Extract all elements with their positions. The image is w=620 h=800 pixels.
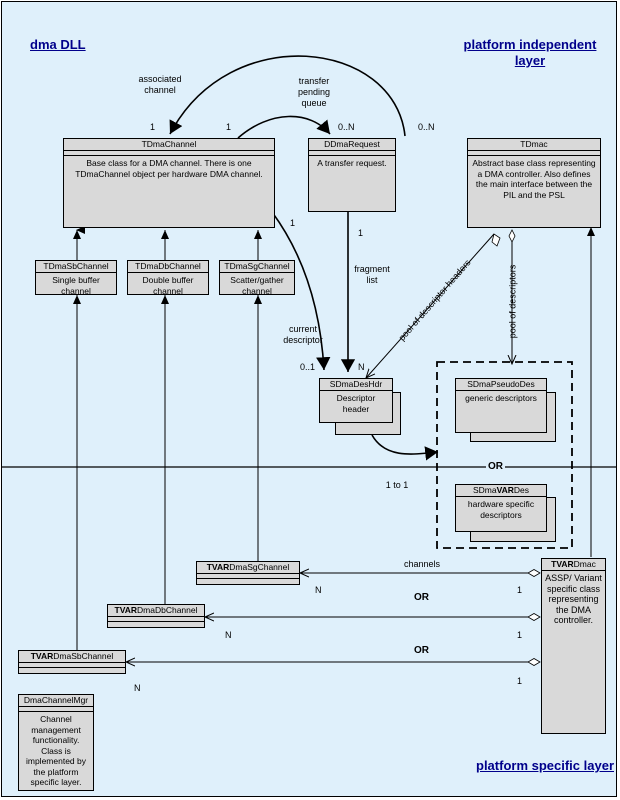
class-name: TDmaDbChannel [128,261,208,273]
label-current-descriptor: current descriptor [283,324,323,345]
label-one-to-one: 1 to 1 [385,480,409,490]
mult-cur-01: 0..1 [300,362,316,372]
class-ddmarequest[interactable]: DDmaRequest A transfer request. [308,138,396,212]
class-name: SDmaDesHdr [320,379,392,391]
class-tdmasgchannel[interactable]: TDmaSgChannel Scatter/gather channel [219,260,295,296]
class-description: Double buffer channel [142,275,194,296]
mult-frag-n: N [358,362,365,372]
class-name: TDmaChannel [64,139,274,151]
class-name: SDmaVARDes [456,485,546,497]
class-description: A transfer request. [317,158,387,168]
label-fragment-list: fragment list [354,264,390,285]
current-descriptor-arrow [271,211,331,371]
class-name: TVARDmaDbChannel [108,605,204,617]
class-sdmavardes[interactable]: SDmaVARDes hardware specific descriptors [455,484,547,532]
class-name: SDmaPseudoDes [456,379,546,391]
class-sdmapseudodes[interactable]: SDmaPseudoDes generic descriptors [455,378,547,433]
class-sdmadeshdr[interactable]: SDmaDesHdr Descriptor header [319,378,393,423]
class-description: hardware specific descriptors [467,499,535,520]
mult-db-1: 1 [517,630,523,640]
layer-dma-dll: dma DLL [30,37,86,52]
or-separator-desc: OR [486,461,505,473]
class-name: DDmaRequest [309,139,395,151]
mult-sg-n: N [315,585,322,595]
mult-req-0n-a: 0..N [338,122,355,132]
mult-sg-1: 1 [517,585,523,595]
class-tdmac[interactable]: TDmac Abstract base class representing a… [467,138,601,228]
mult-queue-1: 1 [226,122,232,132]
transfer-pending-queue-arrow [237,115,331,139]
class-description: ASSP/ Variant specific class representin… [545,573,602,625]
label-channels: channels [403,559,441,569]
mult-req-0n-b: 0..N [418,122,435,132]
mult-cur-1: 1 [290,218,296,228]
class-tdmadbchannel[interactable]: TDmaDbChannel Double buffer channel [127,260,209,296]
class-dmachannelmgr[interactable]: DmaChannelMgr Channel management functio… [18,694,94,791]
mult-assoc-1: 1 [150,122,156,132]
mult-sb-n: N [134,683,141,693]
class-tdmasbchannel[interactable]: TDmaSbChannel Single buffer channel [35,260,117,296]
class-tdmachannel[interactable]: TDmaChannel Base class for a DMA channel… [63,138,275,228]
class-name: TDmac [468,139,600,151]
class-tvardmadbchannel[interactable]: TVARDmaDbChannel [107,604,205,628]
mult-frag-1: 1 [358,228,364,238]
class-name: DmaChannelMgr [19,695,93,707]
associated-channel-arrow [169,55,406,137]
mult-sb-1: 1 [517,676,523,686]
class-description: Descriptor header [336,393,376,414]
class-description: Channel management functionality. Class … [25,714,86,787]
class-name: TDmaSbChannel [36,261,116,273]
or-separator-1: OR [412,592,431,604]
label-transfer-pending-queue: transfer pending queue [297,76,331,108]
label-associated-channel: associated channel [138,74,182,95]
mult-db-n: N [225,630,232,640]
or-separator-2: OR [412,645,431,657]
class-name: TDmaSgChannel [220,261,294,273]
class-tvardmac[interactable]: TVARDmac ASSP/ Variant specific class re… [541,558,606,734]
class-tvardmasbchannel[interactable]: TVARDmaSbChannel [18,650,126,674]
class-description: Scatter/gather channel [230,275,284,296]
class-tvardmasgchannel[interactable]: TVARDmaSgChannel [196,561,300,585]
class-name: TVARDmaSbChannel [19,651,125,663]
descriptor-group [436,361,573,549]
class-description: Base class for a DMA channel. There is o… [75,158,263,179]
layer-platform-independent: platform independent layer [463,37,597,68]
class-name: TVARDmac [542,559,605,571]
layer-platform-specific: platform specific layer [476,758,614,773]
class-description: generic descriptors [465,393,537,403]
label-pool-descriptors: pool of descriptors [507,264,518,339]
pool-headers-link [366,233,495,378]
class-description: Abstract base class representing a DMA c… [472,158,596,200]
class-name: TVARDmaSgChannel [197,562,299,574]
class-description: Single buffer channel [52,275,100,296]
